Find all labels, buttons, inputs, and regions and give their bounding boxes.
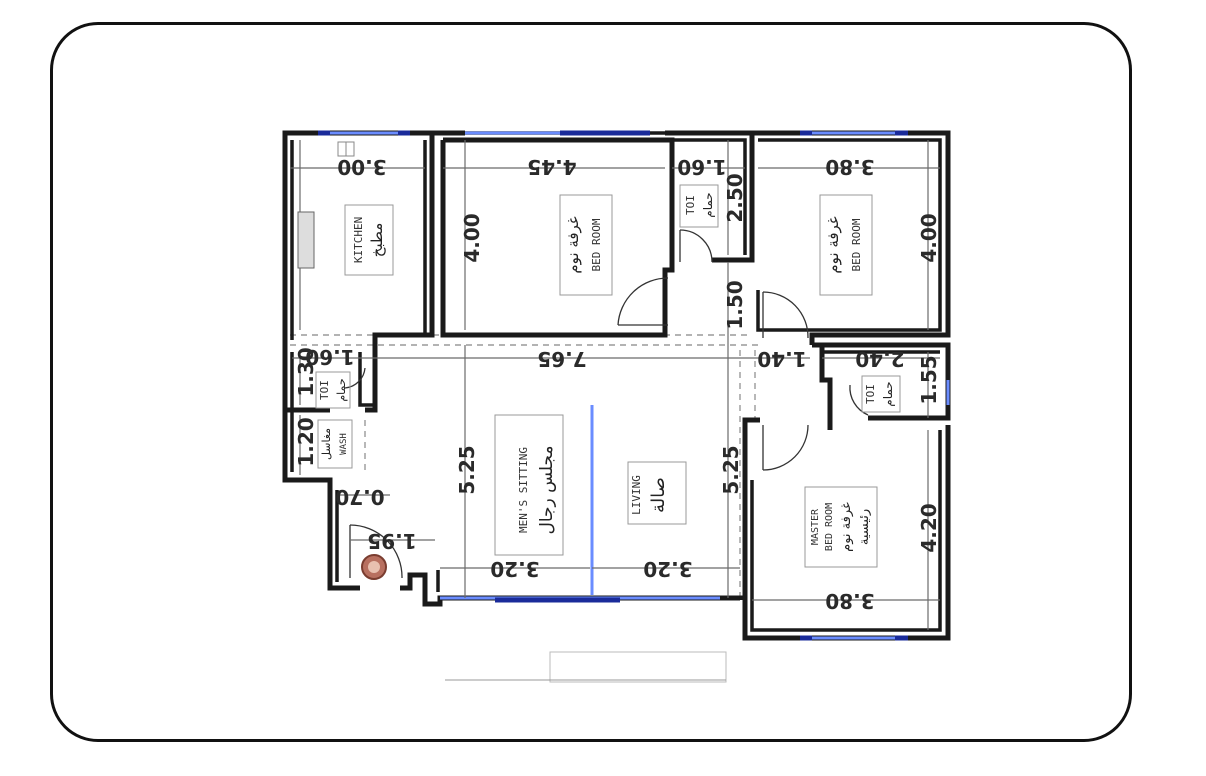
svg-text:مجلس رجال: مجلس رجال: [537, 445, 557, 534]
dim-label: 3.00: [337, 155, 386, 179]
dim-label: 1.55: [917, 355, 941, 404]
dim-label: 1.60: [677, 155, 726, 179]
dim-label: 1.50: [723, 280, 747, 329]
svg-text:TOI: TOI: [684, 195, 697, 215]
room-mens-sitting: MEN'S SITTING مجلس رجال: [494, 414, 564, 556]
svg-text:غرفة نوم: غرفة نوم: [824, 216, 842, 273]
room-labels: KITCHEN مطبخ غرفة نوم BED ROOM TOI حمام …: [315, 184, 901, 568]
room-bedroom-2: غرفة نوم BED ROOM: [819, 194, 873, 296]
dim-label: 1.60: [305, 345, 354, 369]
svg-text:LIVING: LIVING: [630, 475, 643, 515]
svg-text:حمام: حمام: [701, 192, 715, 217]
svg-text:MASTER: MASTER: [810, 508, 821, 545]
room-living: LIVING صالة: [627, 461, 687, 525]
svg-text:MEN'S SITTING: MEN'S SITTING: [517, 447, 530, 533]
svg-text:مغاسل: مغاسل: [320, 428, 333, 460]
dim-label: 2.50: [723, 173, 747, 222]
svg-text:KITCHEN: KITCHEN: [352, 217, 365, 263]
room-toilet-2: TOI حمام: [315, 371, 351, 409]
room-bedroom-1: غرفة نوم BED ROOM: [559, 194, 613, 296]
dim-label: 5.25: [455, 445, 479, 494]
dim-label: 3.80: [825, 589, 874, 613]
dim-label: 4.45: [527, 155, 576, 179]
svg-text:صالة: صالة: [648, 477, 669, 513]
dim-label: 3.20: [643, 557, 692, 581]
guide-lines: [290, 334, 760, 600]
svg-text:رئيسية: رئيسية: [857, 509, 872, 545]
svg-text:غرفة نوم: غرفة نوم: [564, 216, 582, 273]
dim-label: 4.20: [917, 503, 941, 552]
svg-text:TOI: TOI: [318, 380, 331, 400]
svg-text:غرفة نوم: غرفة نوم: [839, 502, 854, 552]
dim-label: 1.20: [294, 417, 318, 466]
dimension-labels: 3.00 4.45 1.60 3.80 4.00 4.00 2.50 4.00 …: [294, 155, 941, 613]
room-kitchen: KITCHEN مطبخ: [344, 204, 394, 276]
dim-label: 1.40: [757, 347, 806, 371]
room-toilet-1: TOI حمام: [679, 184, 719, 228]
dim-label: 2.40: [855, 347, 904, 371]
room-wash: مغاسل WASH: [317, 419, 353, 469]
dim-label: 3.80: [825, 155, 874, 179]
svg-text:حمام: حمام: [881, 381, 895, 406]
svg-text:مطبخ: مطبخ: [368, 223, 386, 258]
dim-label: 1.30: [294, 347, 318, 396]
svg-text:حمام: حمام: [335, 378, 348, 401]
fixtures: [297, 141, 387, 580]
svg-text:WASH: WASH: [339, 433, 349, 455]
dim-label: 1.95: [367, 529, 416, 553]
svg-text:BED ROOM: BED ROOM: [590, 218, 603, 271]
svg-text:BED ROOM: BED ROOM: [850, 218, 863, 271]
dim-label: 5.25: [719, 445, 743, 494]
windows: [318, 130, 950, 641]
room-toilet-3: TOI حمام: [861, 375, 901, 413]
dim-label: 7.65: [537, 347, 586, 371]
dim-label: 4.00: [917, 213, 941, 262]
dimension-lines: [290, 140, 940, 630]
cropped-fragment: [445, 651, 727, 683]
dim-label: 3.20: [490, 557, 539, 581]
dim-label: 0.70: [335, 485, 384, 509]
doors: [344, 229, 869, 579]
svg-text:TOI: TOI: [864, 384, 877, 404]
room-master-bedroom: MASTER BED ROOM غرفة نوم رئيسية: [804, 486, 878, 568]
svg-text:BED ROOM: BED ROOM: [824, 503, 835, 551]
dim-label: 4.00: [460, 213, 484, 262]
